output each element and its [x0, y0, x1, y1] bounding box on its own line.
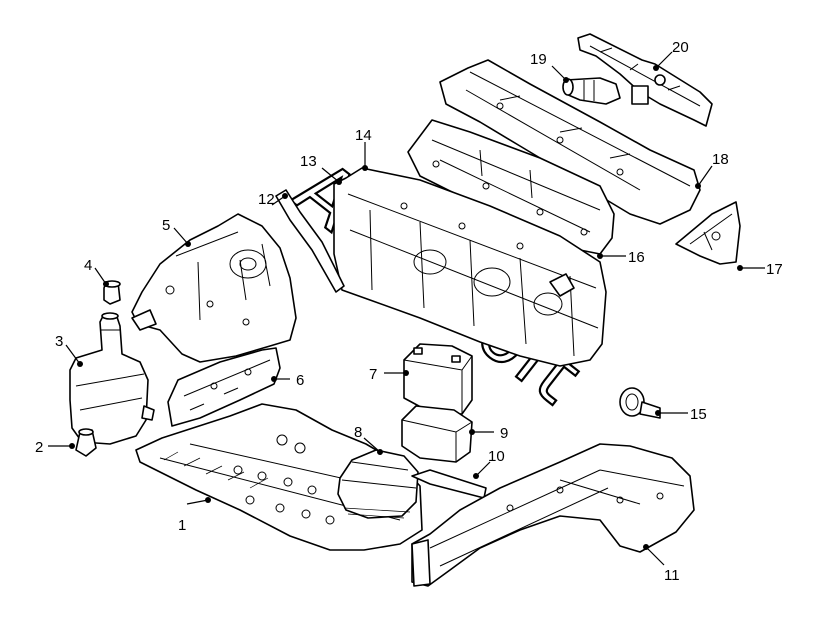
part-6-bracket — [167, 347, 281, 427]
callout-12: 12 — [258, 191, 275, 208]
callout-9: 9 — [500, 425, 508, 442]
callout-leaders — [48, 51, 765, 566]
part-12-strip — [275, 189, 345, 293]
part-10-rod — [411, 469, 487, 499]
callout-5: 5 — [162, 217, 170, 234]
callout-6: 6 — [296, 372, 304, 389]
callout-8: 8 — [354, 424, 362, 441]
part-17-bracket — [675, 201, 741, 265]
callout-3: 3 — [55, 333, 63, 350]
part-9-battery-tray — [401, 405, 473, 463]
callout-16: 16 — [628, 249, 645, 266]
part-15-grommet — [619, 387, 661, 419]
callout-labels: 1 2 3 4 5 6 7 8 9 10 11 12 13 14 15 16 1… — [35, 39, 783, 584]
part-2-washer-pump — [75, 428, 97, 457]
callout-14: 14 — [355, 127, 372, 144]
part-3-washer-reservoir — [69, 312, 155, 445]
callout-7: 7 — [369, 366, 377, 383]
callout-13: 13 — [300, 153, 317, 170]
part-19-wiper-motor — [562, 77, 621, 105]
part-7-battery — [403, 343, 473, 415]
callout-11: 11 — [664, 567, 680, 584]
part-20-wiper-linkage — [577, 33, 713, 127]
callout-19: 19 — [530, 51, 547, 68]
callout-1: 1 — [178, 517, 186, 534]
part-8-tray — [337, 449, 419, 519]
callout-10: 10 — [488, 448, 505, 465]
callout-15: 15 — [690, 406, 707, 423]
part-5-wheelhouse — [131, 213, 297, 363]
callout-4: 4 — [84, 257, 92, 274]
callout-20: 20 — [672, 39, 689, 56]
callout-2: 2 — [35, 439, 43, 456]
callout-17: 17 — [766, 261, 783, 278]
part-18-cowl-panel — [439, 59, 701, 225]
part-13-14-firewall — [333, 167, 607, 367]
part-11-frame-rail — [411, 443, 695, 587]
callout-18: 18 — [712, 151, 729, 168]
